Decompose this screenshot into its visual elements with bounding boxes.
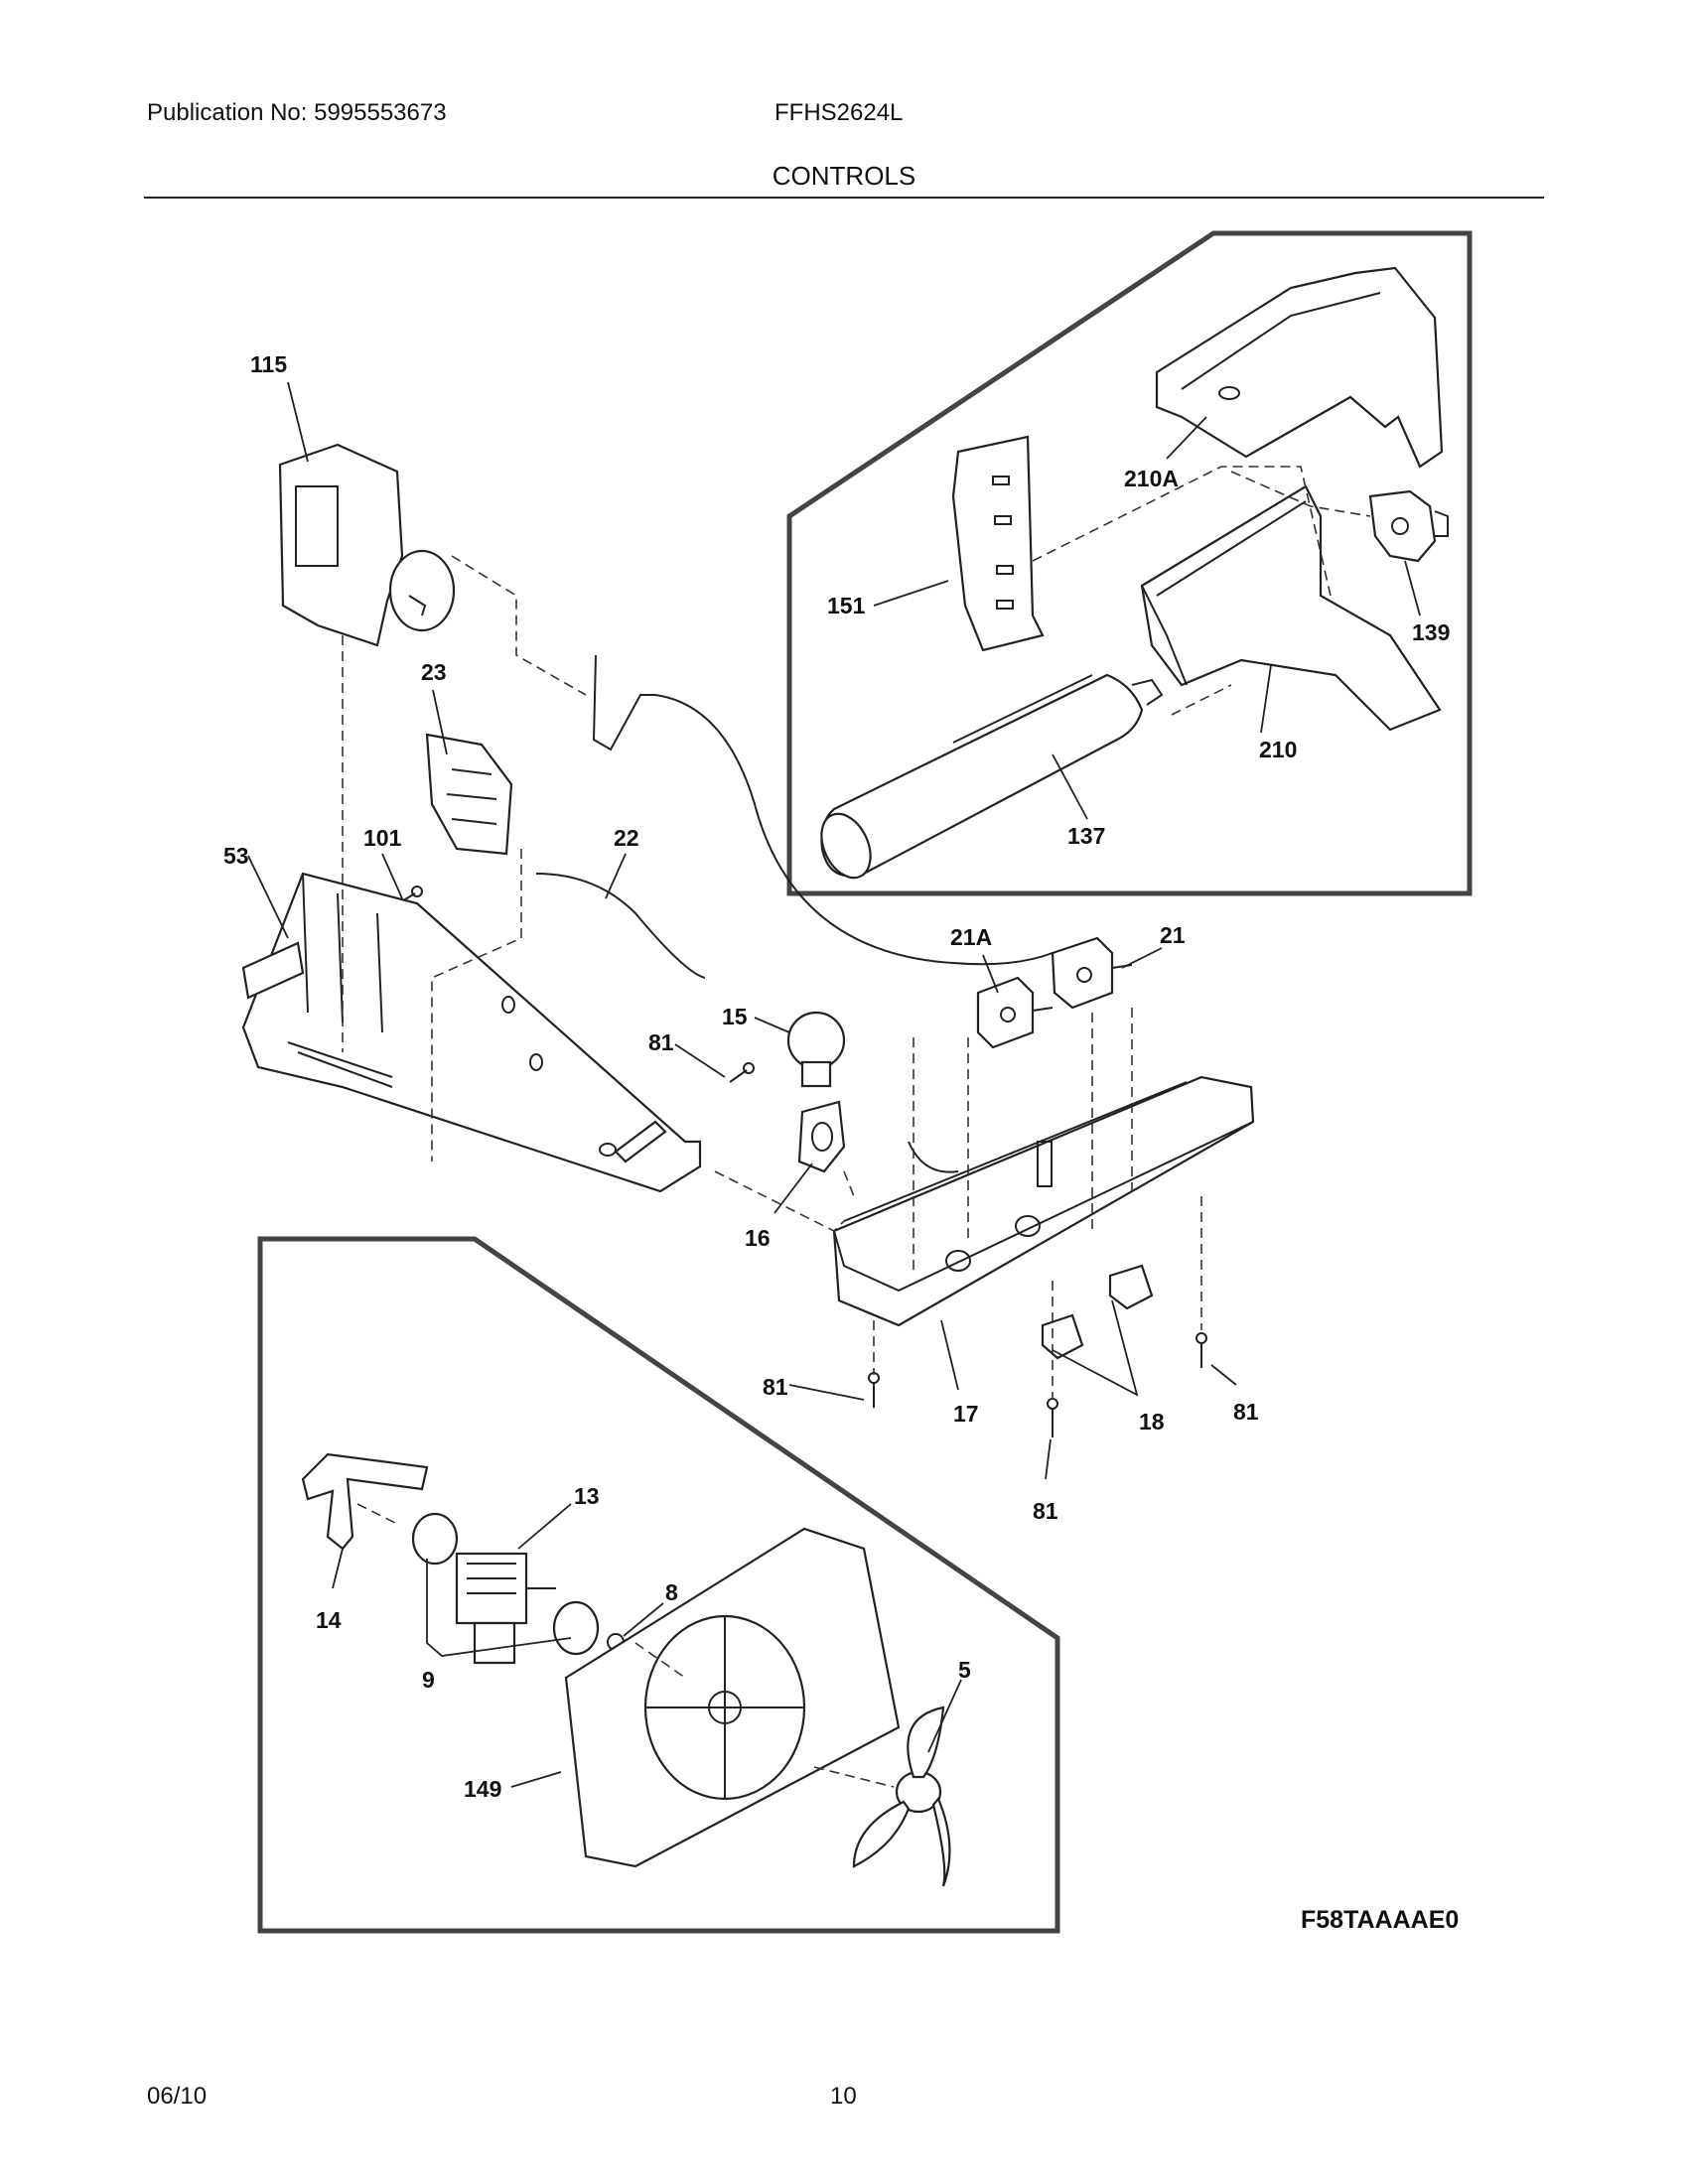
callout-13: 13 — [574, 1483, 600, 1509]
callout-22: 22 — [614, 825, 639, 851]
publication-number: Publication No: 5995553673 — [147, 99, 447, 126]
fan-shroud-149 — [564, 1527, 901, 1868]
control-board-23 — [425, 733, 513, 856]
sensor-tube-22 — [535, 654, 1054, 979]
callout-21A: 21A — [950, 924, 992, 950]
section-title: CONTROLS — [772, 161, 916, 191]
fan-motor-13 — [455, 1552, 556, 1665]
callout-210A: 210A — [1124, 466, 1179, 491]
figure-code: F58TAAAAE0 — [1301, 1906, 1459, 1934]
callout-53: 53 — [223, 843, 249, 869]
lamp-socket-16 — [797, 1100, 846, 1173]
filter-cover-210A — [1155, 266, 1444, 469]
filter-door-151 — [951, 435, 1045, 652]
header-rule — [144, 197, 1544, 199]
knobs-18 — [1041, 1264, 1154, 1360]
callout-5: 5 — [958, 1657, 971, 1683]
callout-137: 137 — [1067, 823, 1105, 849]
callout-15: 15 — [722, 1004, 748, 1029]
fan-blade-5 — [852, 1706, 951, 1887]
fan-inset-frame — [257, 1236, 1060, 1934]
callout-210: 210 — [1259, 737, 1297, 762]
bracket-53 — [241, 872, 702, 1193]
callout-8: 8 — [665, 1579, 678, 1605]
callout-151: 151 — [827, 593, 866, 618]
callout-9: 9 — [422, 1667, 435, 1693]
control-housing-17 — [832, 1075, 1255, 1327]
callout-18: 18 — [1139, 1409, 1165, 1434]
assembly-guide-lines — [342, 466, 1371, 1788]
callout-14: 14 — [316, 1607, 342, 1633]
control-box-115 — [278, 443, 456, 647]
water-filter-137 — [820, 673, 1164, 880]
page-number: 10 — [830, 2083, 857, 2110]
callout-81-right: 81 — [1233, 1399, 1259, 1425]
filter-housing-210 — [1140, 484, 1442, 732]
callout-16: 16 — [745, 1225, 771, 1251]
model-number: FFHS2624L — [774, 99, 904, 126]
grommets-9 — [411, 1512, 600, 1656]
callout-101: 101 — [363, 825, 402, 851]
callout-21: 21 — [1160, 922, 1186, 948]
callout-23: 23 — [421, 659, 447, 685]
filter-inset-frame — [786, 230, 1473, 896]
callout-115: 115 — [250, 351, 287, 377]
callout-81-left: 81 — [763, 1374, 788, 1400]
light-bulb-15 — [786, 1011, 846, 1088]
callout-139: 139 — [1412, 619, 1450, 645]
screw-81-upper — [729, 1062, 755, 1083]
switch-21 — [1051, 936, 1133, 1010]
filter-head-139 — [1368, 489, 1449, 563]
switch-21A — [976, 976, 1054, 1049]
leader-lines — [247, 381, 1421, 1788]
callout-81-bottom: 81 — [1033, 1498, 1058, 1524]
callout-149: 149 — [464, 1776, 501, 1802]
callout-17: 17 — [953, 1401, 979, 1427]
callout-81-upper: 81 — [648, 1029, 674, 1055]
fan-bracket-14 — [301, 1452, 429, 1551]
publication-date: 06/10 — [147, 2083, 208, 2110]
